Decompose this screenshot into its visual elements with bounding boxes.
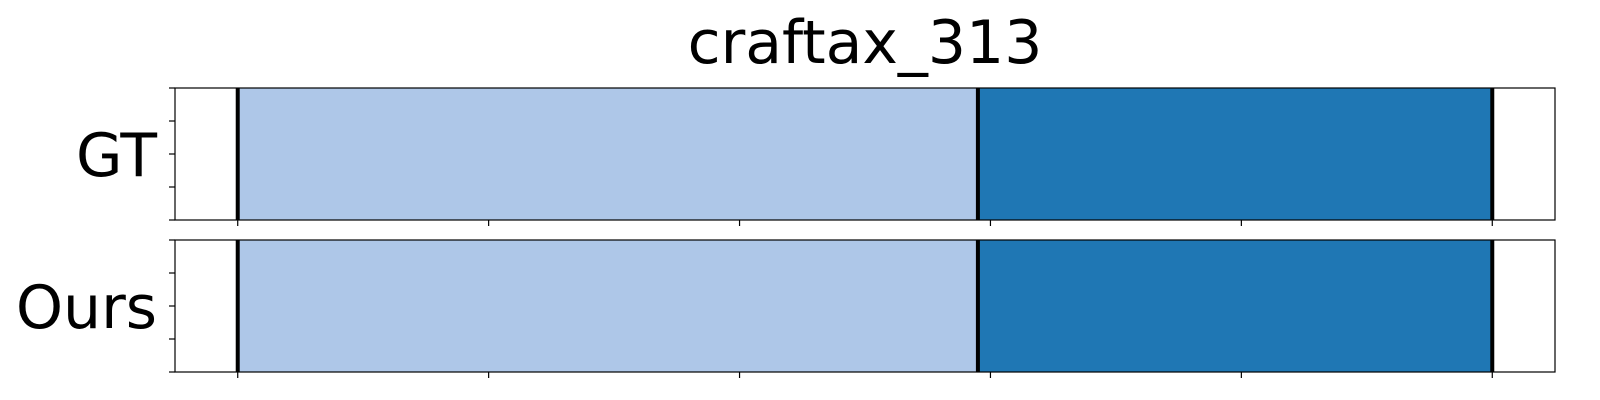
segment-bar xyxy=(237,88,978,220)
panels: GT Ours xyxy=(16,87,1556,378)
segment-bar xyxy=(977,88,1493,220)
panel-gt: GT xyxy=(76,87,1556,226)
segment-bar xyxy=(237,240,978,372)
chart-title: craftax_313 xyxy=(688,8,1043,78)
row-label-gt: GT xyxy=(76,121,157,191)
panel-ours: Ours xyxy=(16,239,1556,378)
row-label-ours: Ours xyxy=(16,273,157,343)
segment-bar xyxy=(977,240,1493,372)
